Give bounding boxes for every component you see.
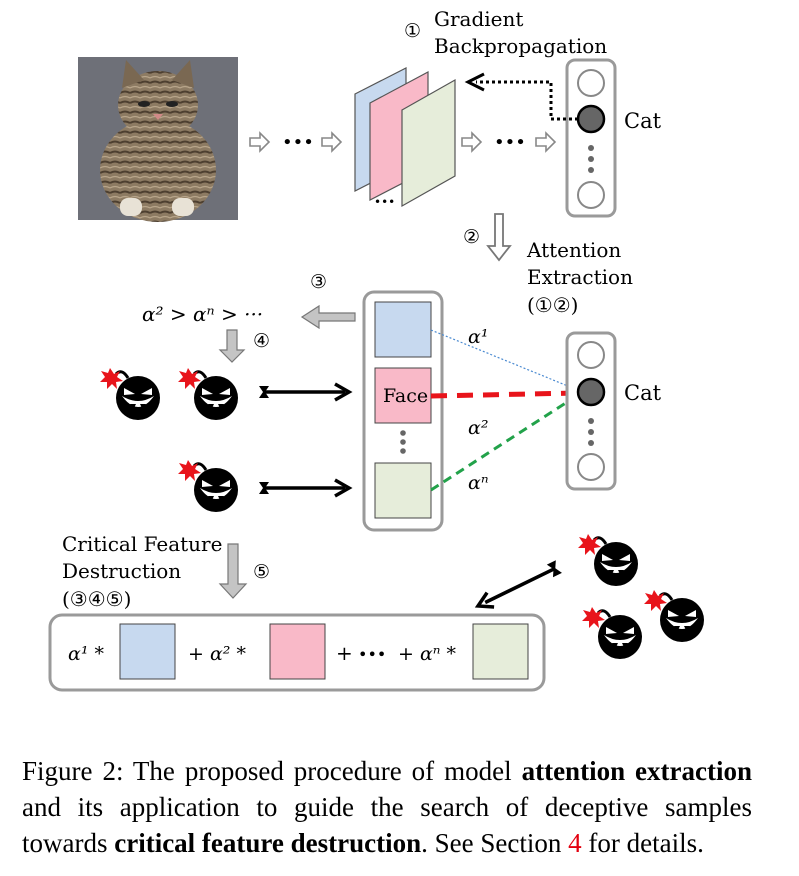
caption-part4: for details.	[581, 828, 704, 858]
devil-bomb-icon	[576, 532, 640, 588]
step2-label-line3: (①②)	[527, 293, 578, 317]
cnn-feature-maps: •••	[354, 67, 456, 209]
attention-line-alpha2	[430, 390, 579, 399]
step1-marker: ①	[404, 20, 421, 42]
attention-diagram: ••• ••• ••• ① Gradient Backpropagation C…	[48, 7, 706, 692]
output-layer-top	[565, 58, 617, 218]
ordering-expression: α² > αⁿ > ···	[142, 302, 263, 326]
step2-label-line2: Extraction	[527, 265, 633, 289]
devil-bomb-icon	[580, 605, 644, 661]
sum-term-alpha1: α¹ *	[68, 643, 104, 665]
attention-line-alphan	[430, 393, 579, 492]
output-class-label-top: Cat	[624, 109, 662, 133]
caption-part2: and its application to guide the search …	[22, 792, 752, 858]
svg-text:•••: •••	[374, 195, 395, 209]
sum-term-alpha2: + α² *	[188, 643, 246, 665]
face-feature-label: Face	[383, 385, 428, 407]
attention-line-alpha1	[430, 329, 581, 392]
flow-ellipsis: •••	[282, 132, 314, 153]
step2-label-line1: Attention	[526, 238, 621, 262]
sum-term-plus: +	[336, 641, 353, 665]
devil-bomb-icon	[642, 588, 706, 644]
down-arrow-icon	[218, 329, 246, 363]
flow-arrow-icon	[249, 132, 270, 152]
output-layer-mid	[565, 331, 617, 491]
step5-label-line3: (③④⑤)	[62, 587, 131, 611]
devil-bomb-icon	[176, 458, 240, 514]
sum-term-alphan: + αⁿ *	[398, 643, 457, 665]
backprop-arrow	[476, 80, 578, 121]
alpha1-label: α¹	[468, 326, 488, 348]
down-arrow-icon	[218, 543, 248, 599]
attack-arrow-icon	[257, 478, 351, 498]
caption-part3: . See Section	[421, 828, 569, 858]
step5-label-line1: Critical Feature	[62, 532, 222, 556]
figure-caption: Figure 2: The proposed procedure of mode…	[22, 753, 752, 861]
step5-marker: ⑤	[253, 561, 270, 583]
devil-bomb-icon	[176, 366, 240, 422]
step2-marker: ②	[463, 226, 480, 248]
caption-bold2: critical feature destruction	[114, 828, 422, 858]
down-arrow-icon	[486, 213, 512, 262]
section-reference-link[interactable]: 4	[568, 828, 582, 858]
step4-marker: ④	[253, 330, 270, 352]
attack-arrow-icon	[474, 560, 562, 609]
weighted-sum-box	[48, 613, 546, 692]
flow-arrow-icon	[321, 132, 342, 152]
flow-arrow-icon	[461, 132, 482, 152]
sum-ellipsis: •••	[358, 645, 386, 664]
cat-image	[78, 57, 238, 222]
feature-column	[362, 290, 444, 532]
alpha2-label: α²	[468, 417, 488, 439]
alphan-label: αⁿ	[468, 472, 489, 494]
caption-prefix: Figure 2:	[22, 756, 124, 786]
caption-part1: The proposed procedure of model	[123, 756, 522, 786]
flow-ellipsis: •••	[494, 132, 526, 153]
left-arrow-icon	[300, 304, 356, 330]
step1-label-line1: Gradient	[434, 7, 523, 31]
output-class-label-mid: Cat	[624, 381, 662, 405]
step5-label-line2: Destruction	[62, 559, 181, 583]
step1-label-line2: Backpropagation	[434, 34, 607, 58]
flow-arrow-icon	[535, 132, 556, 152]
caption-bold1: attention extraction	[521, 756, 752, 786]
step3-marker: ③	[310, 271, 327, 293]
devil-bomb-icon	[98, 366, 162, 422]
attack-arrow-icon	[257, 382, 351, 402]
